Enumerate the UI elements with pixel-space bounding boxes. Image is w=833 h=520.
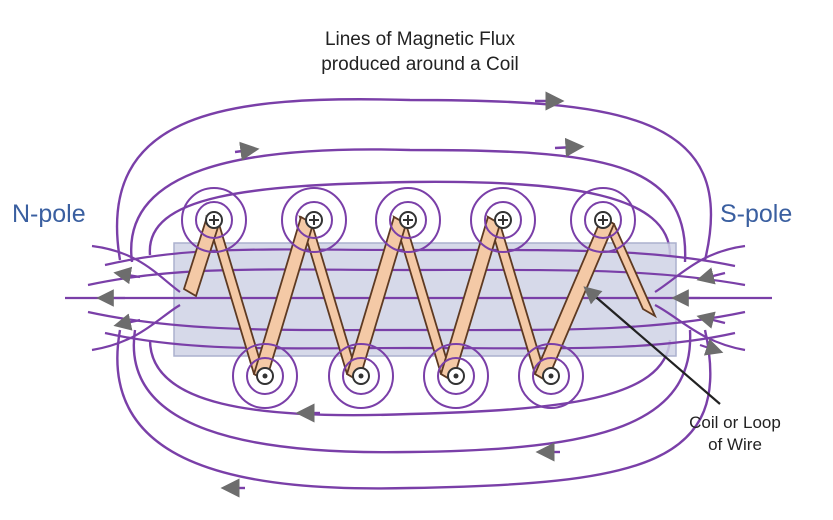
circle-plus-icon	[205, 211, 223, 229]
circle-plus-icon	[594, 211, 612, 229]
coil-label-line-2: of Wire	[708, 435, 762, 454]
flux-loop-top-middle	[129, 148, 687, 263]
lower-flux-loops	[116, 329, 712, 498]
circle-dot-icon	[447, 367, 465, 385]
flux-arrow-top-right	[554, 137, 585, 158]
coil-wire-7	[439, 215, 502, 383]
flux-loop-top-outer	[115, 98, 713, 261]
current-out-of-page-symbols	[256, 367, 560, 385]
flux-loop-top-inner	[148, 180, 672, 256]
internal-flux-lines	[65, 244, 772, 356]
flux-loop-bottom-inner	[148, 339, 672, 417]
conductor-flux-circles	[181, 187, 636, 409]
diagram-title: Lines of Magnetic Flux produced around a…	[250, 27, 590, 77]
title-line-1: Lines of Magnetic Flux	[324, 29, 516, 50]
coil-label-line-1: Coil or Loop	[689, 413, 781, 432]
coil-wire-6	[345, 215, 408, 383]
coil-label: Coil or Loop of Wire	[660, 412, 810, 456]
circle-dot-icon	[256, 367, 274, 385]
circle-plus-icon	[494, 211, 512, 229]
circle-plus-icon	[305, 211, 323, 229]
flux-arrow-top-middle	[234, 141, 260, 161]
circle-dot-icon	[352, 367, 370, 385]
circle-dot-icon	[542, 367, 560, 385]
current-into-page-symbols	[205, 211, 612, 229]
south-pole-label: S-pole	[720, 200, 793, 228]
flux-loop-bottom-middle	[132, 329, 692, 454]
flux-loop-bottom-outer	[116, 329, 712, 490]
upper-flux-loops	[115, 91, 713, 263]
coil-pointer-line	[583, 286, 721, 405]
circle-plus-icon	[399, 211, 417, 229]
title-line-2: produced around a Coil	[321, 54, 519, 75]
north-pole-label: N-pole	[12, 200, 86, 228]
